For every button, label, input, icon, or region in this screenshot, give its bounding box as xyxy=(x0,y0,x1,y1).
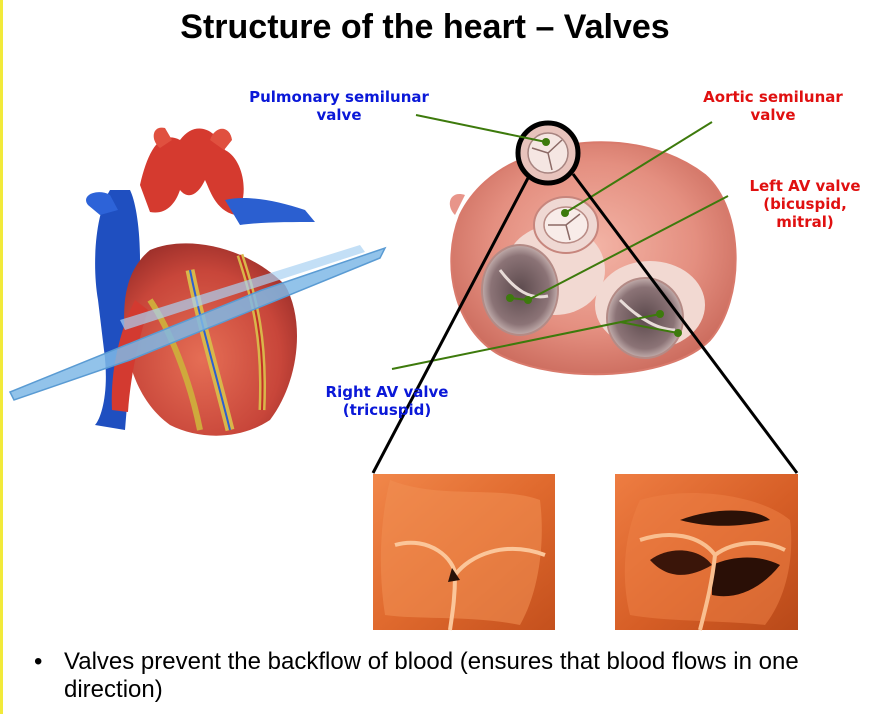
valve-photo-open xyxy=(615,474,798,631)
zoom-lines xyxy=(371,173,799,474)
left-av-valve-label: Left AV valve (bicuspid, mitral) xyxy=(738,177,872,231)
pointer-dots xyxy=(506,138,682,337)
label-line: Right AV valve xyxy=(325,383,449,401)
bullet-text: Valves prevent the backflow of blood (en… xyxy=(64,648,799,703)
label-line: (tricuspid) xyxy=(342,401,432,419)
label-line: (bicuspid, xyxy=(763,195,847,213)
slide-left-border xyxy=(0,0,3,714)
label-line: valve xyxy=(750,106,796,124)
label-line: Left AV valve xyxy=(749,177,861,195)
bullet-marker: • xyxy=(34,648,43,675)
label-line: Pulmonary semilunar xyxy=(249,88,429,106)
label-line: valve xyxy=(316,106,362,124)
right-av-valve-label: Right AV valve (tricuspid) xyxy=(312,383,462,419)
valve-cross-section xyxy=(449,120,737,376)
page-title: Structure of the heart – Valves xyxy=(180,8,670,46)
pulmonary-semilunar-valve-label: Pulmonary semilunar valve xyxy=(236,88,442,124)
valve-photo-closed xyxy=(373,474,555,631)
label-line: Aortic semilunar xyxy=(703,88,843,106)
aortic-semilunar-valve-label: Aortic semilunar valve xyxy=(690,88,856,124)
heart-illustration xyxy=(8,127,387,436)
label-line: mitral) xyxy=(776,213,834,231)
